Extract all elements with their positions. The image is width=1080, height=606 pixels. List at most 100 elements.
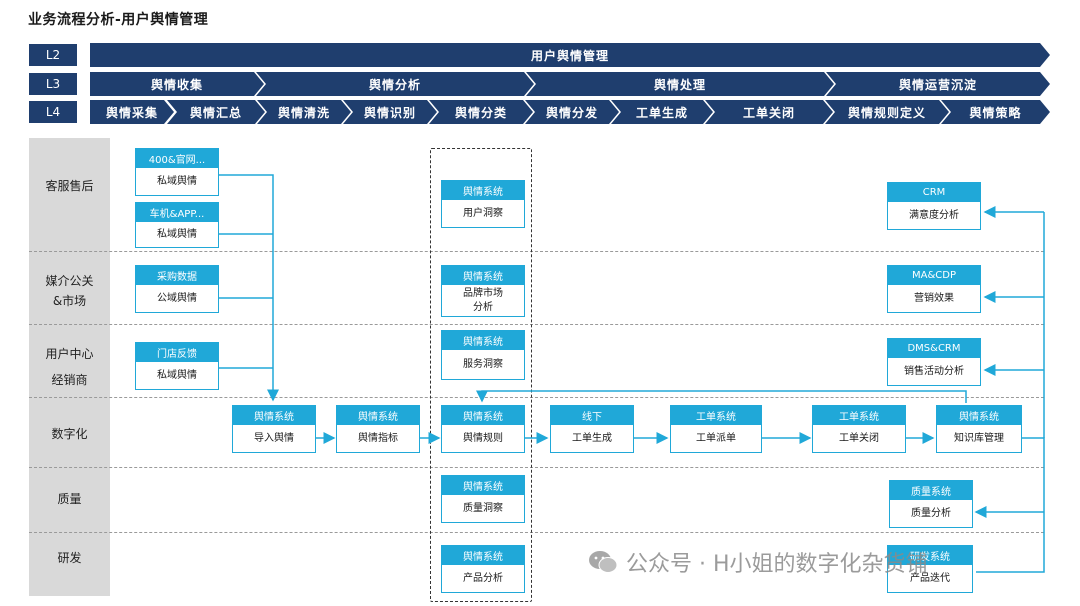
node-body: 服务洞察 [463,358,503,370]
node-dms-crm[interactable]: DMS&CRM 销售活动分析 [887,338,981,386]
node-quality-system[interactable]: 质量系统 质量分析 [889,480,973,528]
l4-segment: 舆情采集 [90,100,174,124]
lane-divider [29,251,1044,252]
node-body: 私域舆情 [157,175,197,187]
l4-segment: 舆情识别 [343,100,437,124]
node-body: 私域舆情 [157,369,197,381]
row-label-user-center: 用户中心 经销商 [45,347,94,387]
lane-divider [29,324,1044,325]
page-title: 业务流程分析-用户舆情管理 [28,12,209,28]
node-body: 产品迭代 [910,572,950,584]
node-store-private[interactable]: 门店反馈 私域舆情 [135,342,219,390]
node-head: 舆情系统 [442,331,524,350]
lane-divider [29,397,1044,398]
l4-bar: 舆情采集 舆情汇总 舆情清洗 舆情识别 舆情分类 舆情分发 工单生成 工单关闭 … [90,100,1050,124]
node-body: 工单派单 [696,432,736,444]
node-offline-ticket[interactable]: 线下 工单生成 [550,405,634,453]
node-head: CRM [888,183,980,202]
node-ticket-close[interactable]: 工单系统 工单关闭 [812,405,906,453]
node-service-insight[interactable]: 舆情系统 服务洞察 [441,330,525,380]
node-ma-cdp[interactable]: MA&CDP 营销效果 [887,265,981,313]
node-knowledge-base[interactable]: 舆情系统 知识库管理 [936,405,1022,453]
level-l4-label: L4 [29,101,77,123]
row-label-digital: 数字化 [51,427,88,441]
node-head: 舆情系统 [442,476,524,495]
node-brand-market[interactable]: 舆情系统 品牌市场 分析 [441,265,525,317]
node-body: 舆情指标 [358,432,398,444]
node-product-analysis[interactable]: 舆情系统 产品分析 [441,545,525,593]
l4-segment: 工单生成 [611,100,713,124]
l2-segment: 用户舆情管理 [90,43,1050,67]
l4-segment: 舆情分发 [525,100,619,124]
level-l3-label: L3 [29,73,77,95]
node-ticket-dispatch[interactable]: 工单系统 工单派单 [670,405,762,453]
node-head: 舆情系统 [233,406,315,425]
lane-divider [29,467,1044,468]
node-body: 工单关闭 [839,432,879,444]
node-head: 工单系统 [813,406,905,425]
l3-bar: 舆情收集 舆情分析 舆情处理 舆情运营沉淀 [90,72,1050,96]
node-body: 工单生成 [572,432,612,444]
node-opinion-indicator[interactable]: 舆情系统 舆情指标 [336,405,420,453]
node-head: 线下 [551,406,633,425]
node-body: 营销效果 [914,292,954,304]
row-label-quality: 质量 [57,492,82,506]
node-head: 采购数据 [136,266,218,285]
node-head: 舆情系统 [442,406,524,425]
node-body: 品牌市场 分析 [463,287,503,313]
node-user-insight[interactable]: 舆情系统 用户洞察 [441,180,525,228]
l4-segment: 舆情汇总 [167,100,265,124]
node-import-opinion[interactable]: 舆情系统 导入舆情 [232,405,316,453]
row-label-customer-service: 客服售后 [45,179,94,193]
l2-bar: 用户舆情管理 [90,43,1050,67]
node-body: 销售活动分析 [904,365,964,377]
node-rnd-system[interactable]: 研发系统 产品迭代 [887,545,973,593]
node-body: 知识库管理 [954,432,1004,444]
l4-segment: 工单关闭 [705,100,833,124]
watermark-text: 公众号 · H小姐的数字化杂货铺 [626,552,928,577]
node-body: 私域舆情 [157,228,197,240]
row-label-media-pr: 媒介公关 &市场 [45,274,94,308]
l3-segment: 舆情运营沉淀 [826,72,1050,96]
l3-segment: 舆情分析 [256,72,534,96]
node-head: 门店反馈 [136,343,218,362]
node-body: 产品分析 [463,572,503,584]
node-body: 质量洞察 [463,502,503,514]
node-body: 满意度分析 [909,209,959,221]
node-body: 公域舆情 [157,292,197,304]
node-head: MA&CDP [888,266,980,285]
node-head: 舆情系统 [442,546,524,565]
level-l2-label: L2 [29,44,77,66]
l4-segment: 舆情清洗 [257,100,351,124]
lane-divider [29,532,1044,533]
node-head: 研发系统 [888,546,972,565]
node-head: 舆情系统 [937,406,1021,425]
node-head: 舆情系统 [442,266,524,285]
node-head: 400&官网... [136,149,218,168]
node-head: 车机&APP... [136,203,218,222]
node-head: 舆情系统 [337,406,419,425]
node-body: 用户洞察 [463,207,503,219]
node-opinion-rules[interactable]: 舆情系统 舆情规则 [441,405,525,453]
l4-segment: 舆情策略 [941,100,1050,124]
node-crm[interactable]: CRM 满意度分析 [887,182,981,230]
node-wechat-private[interactable]: 400&官网... 私域舆情 [135,148,219,196]
node-head: DMS&CRM [888,339,980,358]
node-quality-insight[interactable]: 舆情系统 质量洞察 [441,475,525,523]
node-head: 质量系统 [890,481,972,500]
row-label-rnd: 研发 [57,551,82,565]
node-body: 导入舆情 [254,432,294,444]
l4-segment: 舆情规则定义 [825,100,949,124]
l3-segment: 舆情处理 [526,72,834,96]
node-body: 舆情规则 [463,432,503,444]
wechat-logo-icon [589,551,618,573]
swimlane-label-column [29,138,110,596]
node-app-private[interactable]: 车机&APP... 私域舆情 [135,202,219,248]
node-head: 工单系统 [671,406,761,425]
node-head: 舆情系统 [442,181,524,200]
l3-segment: 舆情收集 [90,72,264,96]
analysis-highlight-frame [430,148,532,602]
watermark: 公众号 · H小姐的数字化杂货铺 [588,546,928,578]
node-purchase-public[interactable]: 采购数据 公域舆情 [135,265,219,313]
